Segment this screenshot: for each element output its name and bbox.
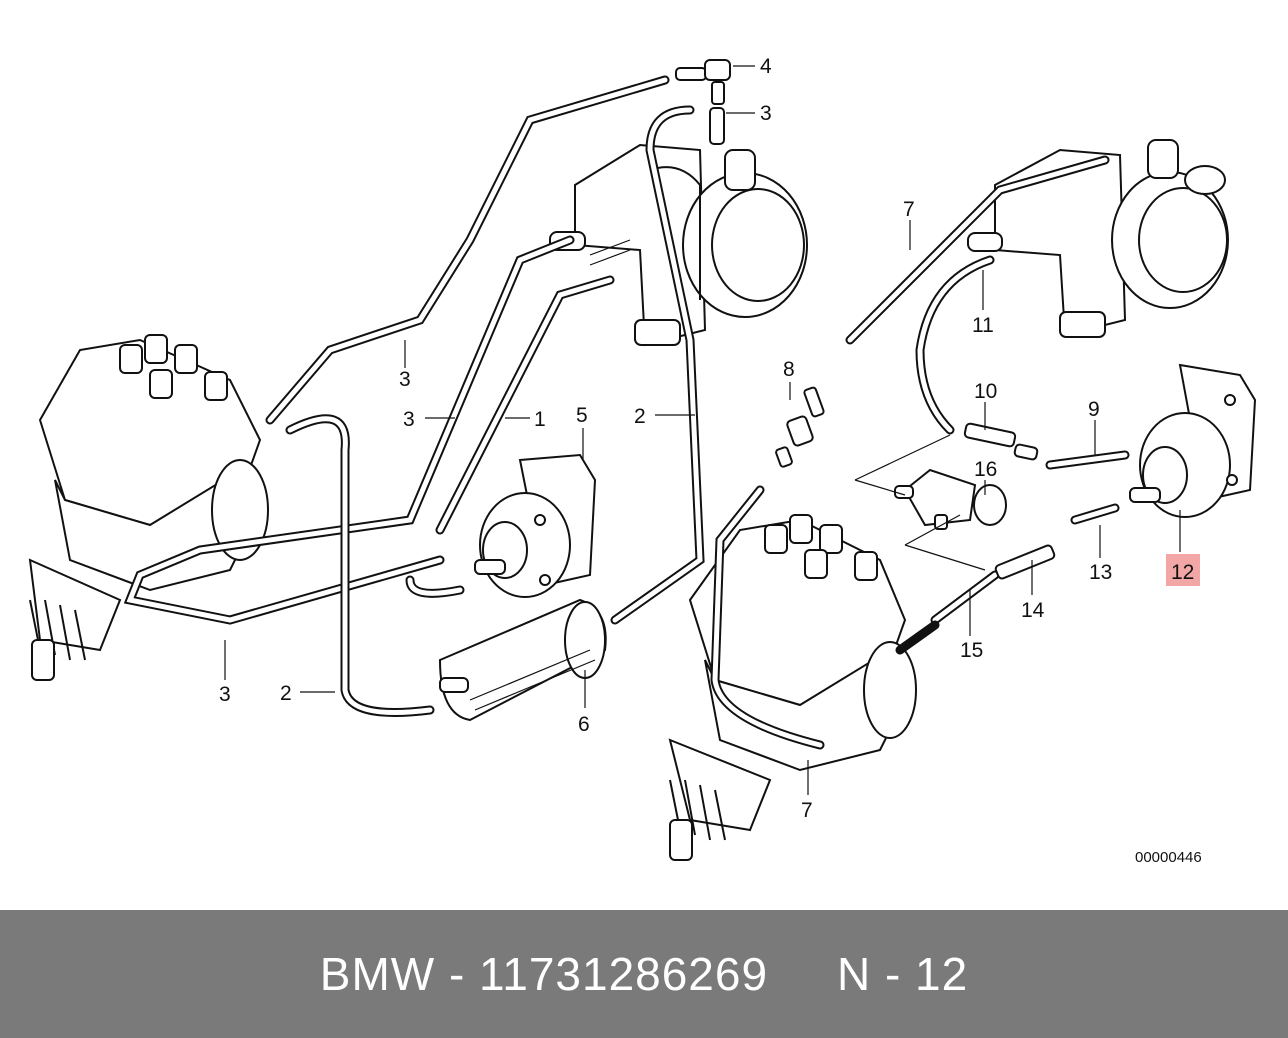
distributor-left xyxy=(28,334,269,681)
callout-labels: 4 3 3 3 1 5 2 3 2 6 7 11 8 10 9 16 12 13… xyxy=(219,55,1200,822)
filter-left xyxy=(438,598,607,722)
vacuum-unit-right xyxy=(1129,363,1257,518)
callout-7: 7 xyxy=(801,799,813,822)
callout-3: 3 xyxy=(219,683,231,706)
callout-3: 3 xyxy=(399,368,411,391)
vacuum-unit-left xyxy=(474,453,597,598)
callout-12: 12 xyxy=(1171,561,1194,584)
callout-14: 14 xyxy=(1021,599,1045,622)
callout-9: 9 xyxy=(1088,398,1100,421)
callout-2: 2 xyxy=(634,405,646,428)
callout-3: 3 xyxy=(403,408,415,431)
callout-1: 1 xyxy=(534,408,546,431)
throttle-body-right xyxy=(967,139,1229,338)
callout-16: 16 xyxy=(974,458,997,481)
callout-5: 5 xyxy=(576,404,588,427)
part-number-text: BMW - 11731286269 N - 12 xyxy=(319,948,969,1000)
distributor-right xyxy=(668,514,917,861)
t-piece-connectors-top xyxy=(675,59,731,145)
callout-12-highlight xyxy=(1166,554,1200,586)
throttle-body-left xyxy=(549,143,808,347)
callout-8: 8 xyxy=(783,358,795,381)
callout-3: 3 xyxy=(760,102,772,125)
callout-6: 6 xyxy=(578,713,590,736)
connectors-right xyxy=(775,386,1056,580)
hoses-right xyxy=(710,155,1130,750)
callout-2: 2 xyxy=(280,682,292,705)
hoses-left xyxy=(123,75,705,717)
drawing-number: 00000446 xyxy=(1135,849,1202,866)
part-number-footer: BMW - 11731286269 N - 12 xyxy=(0,910,1288,1038)
callout-4: 4 xyxy=(760,55,772,78)
diagram-drawing: 4 3 3 3 1 5 2 3 2 6 7 11 8 10 9 16 12 13… xyxy=(28,55,1257,866)
callout-13: 13 xyxy=(1089,561,1112,584)
dashed-leaders xyxy=(854,434,986,571)
callout-10: 10 xyxy=(974,380,997,403)
callout-15: 15 xyxy=(960,639,983,662)
callout-11: 11 xyxy=(972,314,994,337)
parts-diagram: 4 3 3 3 1 5 2 3 2 6 7 11 8 10 9 16 12 13… xyxy=(28,55,1257,866)
callout-7: 7 xyxy=(903,198,915,221)
callout-leaders xyxy=(224,65,1181,795)
valve xyxy=(894,468,1007,530)
